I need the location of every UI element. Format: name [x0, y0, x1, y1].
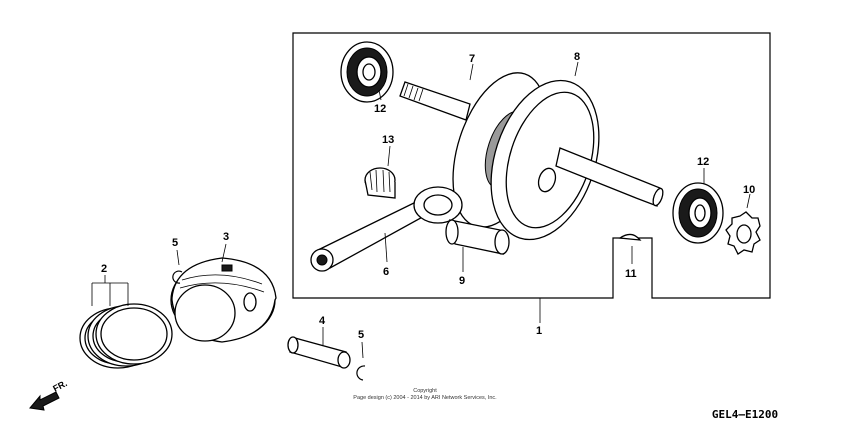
label-part-13: 13 [382, 134, 394, 146]
front-arrow: FR. [29, 378, 69, 411]
front-arrow-label: FR. [51, 378, 68, 394]
piston-rings[interactable] [79, 275, 173, 369]
copyright-line-2: Page design (c) 2004 - 2014 by ARI Netwo… [353, 395, 497, 401]
bearing-right[interactable] [672, 168, 724, 244]
assembly-bracket [292, 32, 771, 323]
label-part-1: 1 [536, 325, 542, 337]
diagram-code: GEL4–E1200 [712, 408, 778, 421]
label-part-3: 3 [223, 231, 229, 243]
piston-pin[interactable] [287, 327, 351, 369]
timing-gear[interactable] [725, 193, 761, 255]
label-part-8: 8 [574, 51, 580, 63]
label-part-7: 7 [469, 53, 475, 65]
label-part-10: 10 [743, 184, 755, 196]
label-part-4: 4 [319, 315, 326, 327]
connecting-rod[interactable] [310, 186, 463, 272]
bearing-top[interactable] [340, 41, 394, 103]
label-part-5-upper: 5 [172, 237, 178, 249]
crankshaft[interactable] [399, 61, 665, 254]
label-part-12-right: 12 [697, 156, 709, 168]
copyright-line-1: Copyright [413, 388, 437, 394]
crank-pin[interactable] [445, 219, 510, 272]
circlip-lower[interactable] [356, 341, 366, 381]
label-part-6: 6 [383, 266, 389, 278]
woodruff-key[interactable] [618, 233, 642, 264]
label-part-12-top: 12 [374, 103, 386, 115]
needle-bearing[interactable] [364, 145, 396, 199]
label-part-11: 11 [625, 268, 637, 280]
label-part-2: 2 [101, 263, 107, 275]
label-part-9: 9 [459, 275, 465, 287]
circlip-upper[interactable] [172, 249, 183, 284]
label-part-5-lower: 5 [358, 329, 364, 341]
piston[interactable] [170, 243, 277, 343]
